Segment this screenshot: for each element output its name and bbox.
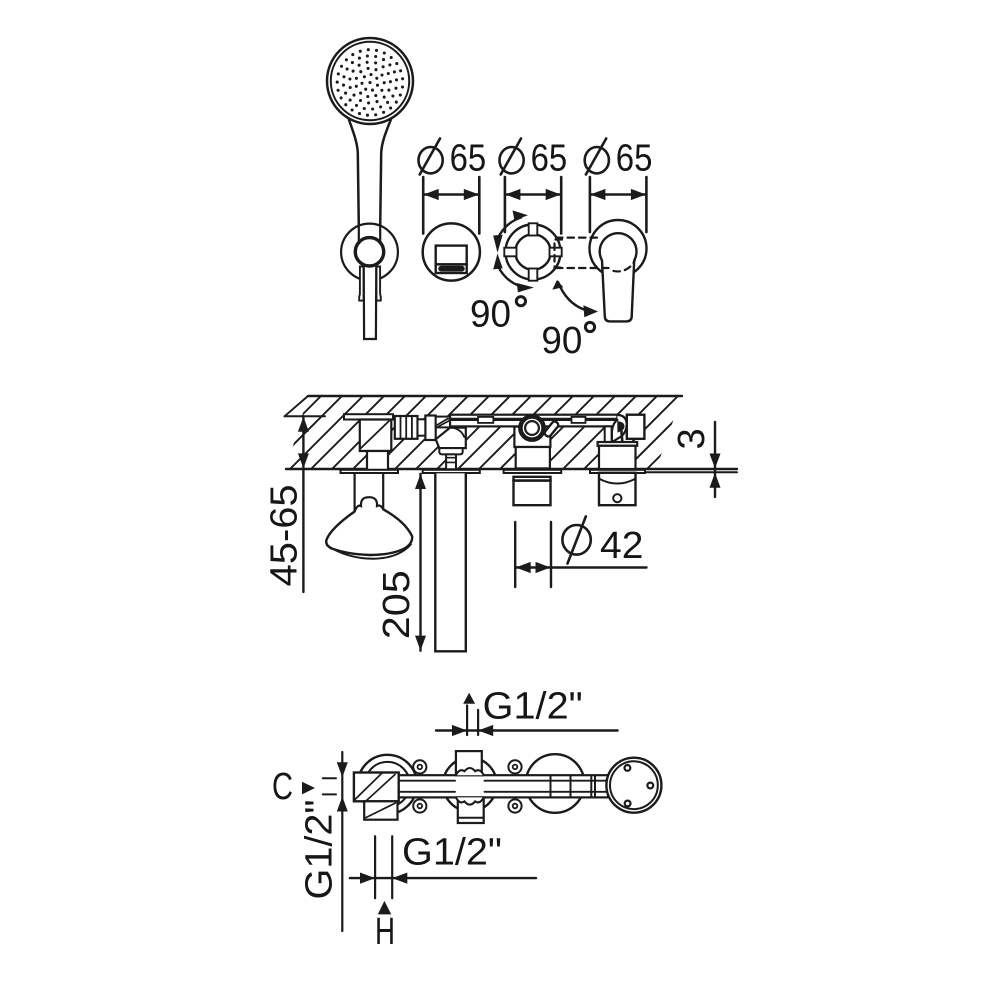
svg-text:65: 65 <box>450 137 487 179</box>
svg-text:G1/2": G1/2" <box>483 686 583 728</box>
svg-text:90: 90 <box>541 320 582 362</box>
svg-text:42: 42 <box>600 525 643 567</box>
svg-text:G1/2": G1/2" <box>299 800 341 900</box>
svg-text:65: 65 <box>616 137 653 179</box>
svg-text:205: 205 <box>376 570 418 639</box>
svg-text:90: 90 <box>470 293 511 335</box>
svg-text:C: C <box>272 766 293 808</box>
svg-text:3: 3 <box>671 428 713 449</box>
svg-text:45-65: 45-65 <box>264 484 306 586</box>
svg-text:G1/2": G1/2" <box>402 832 502 874</box>
svg-text:65: 65 <box>531 137 568 179</box>
svg-text:H: H <box>375 911 395 953</box>
